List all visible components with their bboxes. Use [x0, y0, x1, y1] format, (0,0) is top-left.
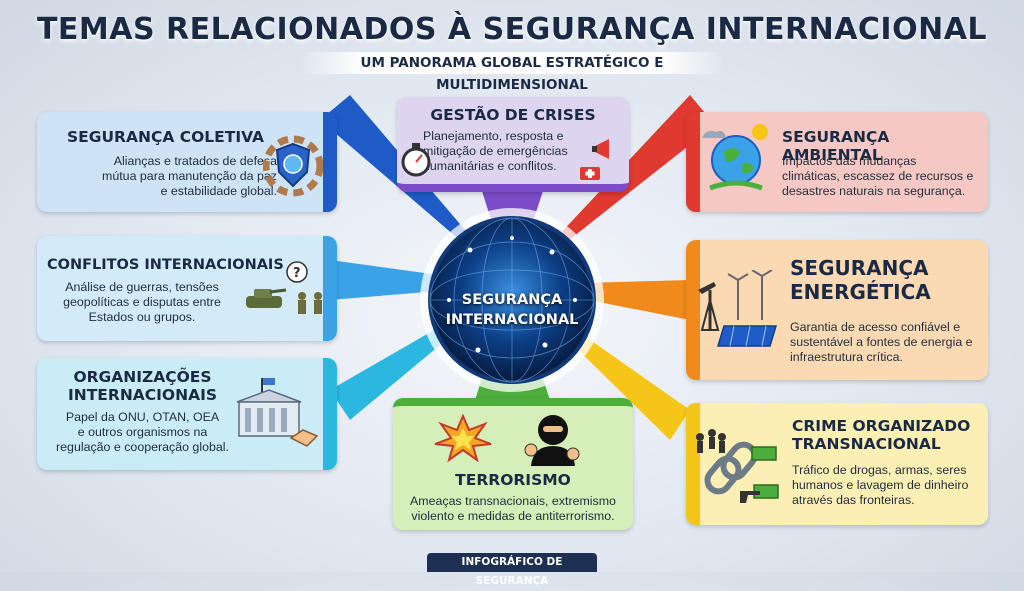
page-title: TEMAS RELACIONADOS À SEGURANÇA INTERNACI…	[36, 12, 988, 47]
card-text: sustentável a fontes de energia e	[790, 335, 973, 349]
card-title: GESTÃO DE CRISES	[430, 106, 596, 124]
card-text: Garantia de acesso confiável e	[790, 320, 961, 334]
card-terrorismo: TERRORISMO Ameaças transnacionais, extre…	[393, 398, 633, 530]
chain-money-icon	[696, 429, 779, 503]
page-subtitle: UM PANORAMA GLOBAL ESTRATÉGICO E MULTIDI…	[300, 52, 724, 93]
card-text: regulação e cooperação global.	[56, 440, 229, 454]
ray-conflitos	[330, 260, 512, 300]
card-text: Impactos das mudanças	[782, 154, 917, 168]
card-text: climáticas, escassez de recursos e	[782, 169, 974, 183]
card-title: SEGURANÇA COLETIVA	[67, 128, 265, 146]
card-title: TRANSNACIONAL	[792, 435, 941, 453]
card-text: Planejamento, resposta e	[423, 129, 564, 143]
card-text: e estabilidade global.	[160, 184, 277, 198]
card-text: Análise de guerras, tensões	[65, 280, 219, 294]
card-text: Alianças e tratados de defesa	[113, 154, 277, 168]
card-conflitos: CONFLITOS INTERNACIONAIS Análise de guer…	[37, 236, 337, 341]
card-title: CRIME ORGANIZADO	[792, 417, 971, 435]
globe-gridlines	[429, 217, 595, 383]
card-text: infraestrutura crítica.	[790, 350, 903, 364]
card-text: Estados ou grupos.	[88, 310, 196, 324]
card-title: ENERGÉTICA	[790, 280, 931, 304]
card-organizacoes: ORGANIZAÇÕES INTERNACIONAIS Papel da ONU…	[37, 358, 337, 470]
card-crime: CRIME ORGANIZADO TRANSNACIONAL Tráfico d…	[686, 403, 988, 525]
card-text: através das fronteiras.	[792, 493, 915, 507]
card-text: mitigação de emergências	[423, 144, 568, 158]
card-text: geopolíticas e disputas entre	[63, 295, 221, 309]
card-text: e outros organismos na	[77, 425, 208, 439]
building-handshake-icon	[236, 378, 319, 447]
card-seguranca-coletiva: SEGURANÇA COLETIVA Alianças e tratados d…	[37, 112, 337, 212]
card-title: ORGANIZAÇÕES	[73, 368, 212, 386]
card-text: Tráfico de drogas, armas, seres	[792, 463, 967, 477]
card-title: INTERNACIONAIS	[67, 386, 218, 404]
card-title: CONFLITOS INTERNACIONAIS	[47, 257, 284, 273]
hub-label: SEGURANÇA INTERNACIONAL	[432, 290, 592, 330]
card-title: TERRORISMO	[455, 471, 571, 489]
svg-text:?: ?	[293, 266, 301, 281]
card-energetica: SEGURANÇA ENERGÉTICA Garantia de acesso …	[686, 240, 988, 380]
tank-soldiers-icon: ?	[246, 261, 322, 314]
card-text: Ameaças transnacionais, extremismo	[410, 494, 616, 508]
globe-nodes	[447, 236, 577, 353]
shield-hands-icon	[263, 135, 323, 197]
stopwatch-icon	[401, 143, 431, 177]
energy-infrastructure-icon	[698, 270, 778, 347]
card-text: humanitárias e conflitos.	[423, 159, 557, 173]
explosion-icon	[434, 414, 492, 462]
card-gestao-crises: GESTÃO DE CRISES Planejamento, resposta …	[397, 97, 629, 192]
earth-plant-icon	[702, 124, 768, 191]
card-text: mútua para manutenção da paz	[102, 169, 277, 183]
masked-person-icon	[524, 415, 580, 466]
card-text: humanos e lavagem de dinheiro	[792, 478, 969, 492]
card-text: violento e medidas de antiterrorismo.	[411, 509, 615, 523]
footer-label: INFOGRÁFICO DE SEGURANÇA	[427, 553, 597, 587]
hub-label-line2: INTERNACIONAL	[445, 312, 579, 328]
card-ambiental: SEGURANÇA AMBIENTAL Impactos das mudança…	[686, 112, 988, 212]
card-title: SEGURANÇA AMBIENTAL	[782, 128, 890, 164]
card-text: Papel da ONU, OTAN, OEA	[65, 410, 220, 424]
card-title: SEGURANÇA	[790, 256, 929, 280]
megaphone-icon	[592, 139, 609, 159]
card-text: desastres naturais na segurança.	[782, 184, 966, 198]
hub-label-line1: SEGURANÇA	[461, 292, 563, 308]
first-aid-icon	[580, 167, 600, 180]
